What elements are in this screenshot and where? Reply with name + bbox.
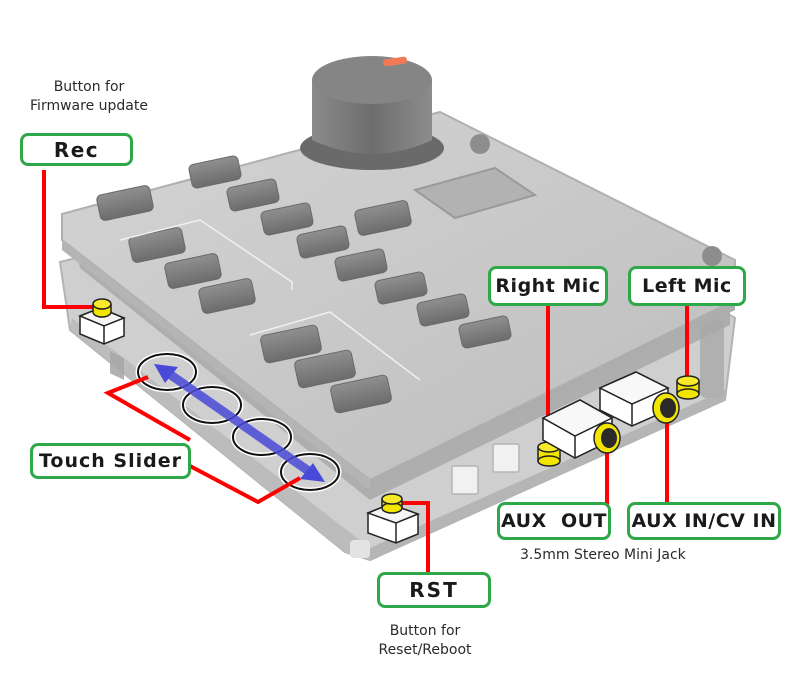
rst-caption: Button for Reset/Reboot (345, 622, 505, 660)
connector-icon (451, 443, 520, 495)
rec-button-icon (78, 298, 126, 345)
leader-touch-bottom (189, 464, 301, 505)
touch-slider-label: Touch Slider (30, 443, 191, 479)
aux-out-label-text: AUX OUT (501, 510, 607, 532)
screw-icon (702, 246, 722, 266)
aux-in-label: AUX IN/CV IN (627, 502, 781, 540)
left-mic-label: Left Mic (628, 266, 746, 306)
left-mic-icon (676, 375, 700, 400)
aux-out-jack-icon (541, 399, 621, 459)
leader-rst (400, 501, 430, 575)
knob-icon (300, 56, 444, 170)
rst-caption-line1: Button for (389, 623, 461, 639)
silkscreen-brackets (119, 219, 421, 381)
leader-rec (42, 170, 96, 309)
rst-label: RST (377, 572, 491, 608)
knob-indicator (383, 56, 408, 67)
aux-out-label: AUX OUT (497, 502, 611, 540)
aux-in-jack-icon (598, 371, 680, 427)
rst-button-icon (365, 493, 421, 544)
rec-caption-line1: Button for (53, 79, 125, 95)
right-mic-label: Right Mic (488, 266, 608, 306)
rec-label: Rec (20, 133, 133, 166)
screw-icon (470, 134, 490, 154)
jack-note: 3.5mm Stereo Mini Jack (520, 547, 686, 563)
rst-caption-line2: Reset/Reboot (378, 642, 472, 658)
leader-touch-top (103, 375, 191, 442)
key-grid (96, 155, 512, 414)
rec-caption: Button for Firmware update (14, 78, 164, 116)
lcd-window (412, 166, 538, 220)
slider-arrow-icon (154, 364, 325, 482)
rec-caption-line2: Firmware update (30, 98, 148, 114)
